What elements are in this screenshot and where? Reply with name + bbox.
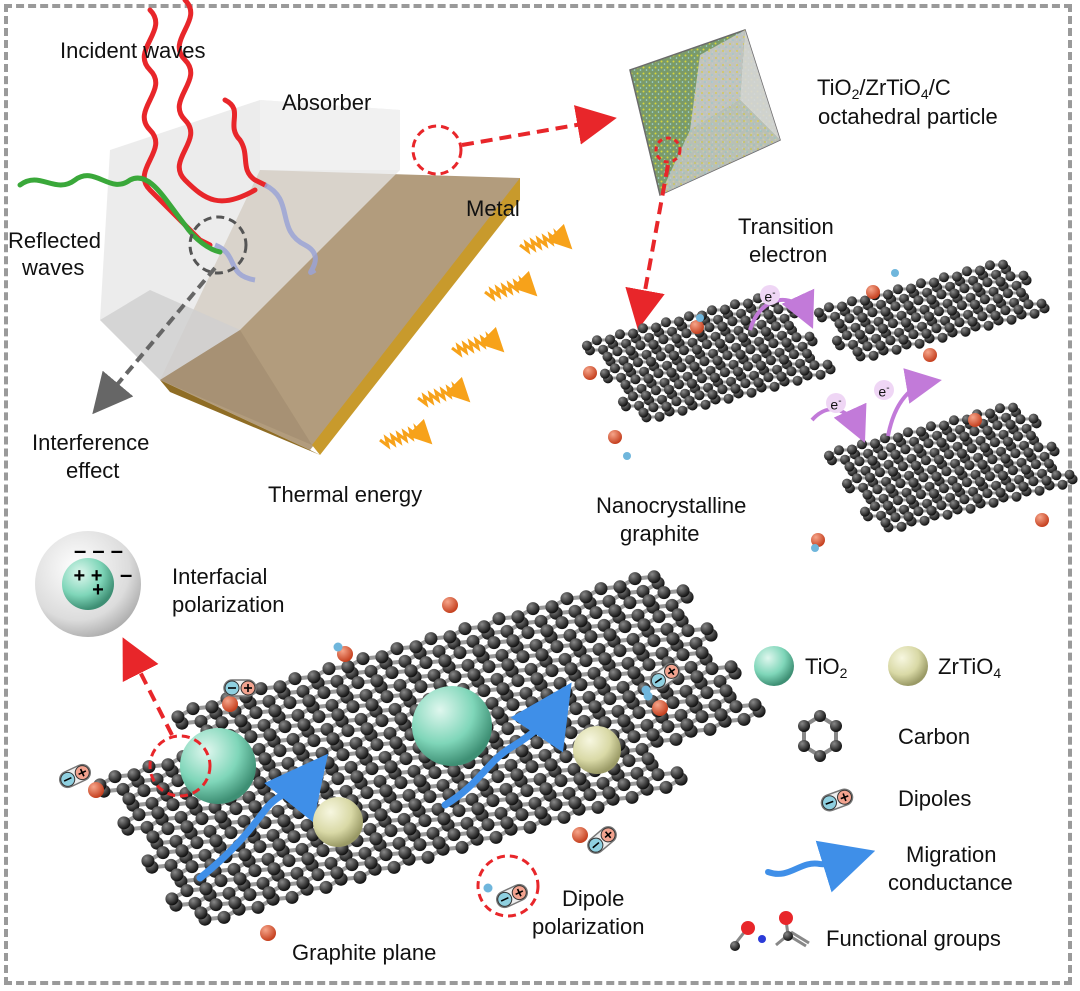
legend-migration-label-1: Migration: [906, 842, 997, 867]
legend-tio2-label: TiO2: [805, 654, 848, 681]
interfacial-polarization-label-2: polarization: [172, 592, 285, 617]
thermal-energy-arrows: [379, 223, 573, 450]
legend-migration-label-2: conductance: [888, 870, 1013, 895]
reflected-waves-label-2: waves: [22, 255, 85, 280]
metal-label: Metal: [466, 196, 520, 221]
carbon-hexagon-icon: [798, 710, 842, 762]
svg-text:– – –: – – –: [74, 538, 123, 563]
absorber-block: [100, 100, 520, 455]
legend-functional-groups-label: Functional groups: [826, 926, 1001, 951]
graphite-plane-label: Graphite plane: [292, 940, 437, 965]
interference-arrow: [92, 266, 217, 415]
svg-text:+ +: + +: [74, 565, 103, 587]
particle-desc-label: octahedral particle: [818, 104, 998, 129]
absorber-zoom-circle: [411, 124, 463, 176]
graphite-plane: [88, 570, 766, 941]
transition-electron-label-2: electron: [749, 242, 828, 267]
legend-zrtio4-label: ZrTiO4: [938, 654, 1002, 681]
migration-arrow-swatch: [765, 840, 876, 893]
tio2-particle: [180, 728, 256, 804]
svg-text:–: –: [120, 562, 132, 587]
legend-carbon-label: Carbon: [898, 724, 971, 749]
migration-arrows: [196, 682, 572, 882]
nanocrystalline-graphite-sheets: [581, 259, 1078, 552]
charged-particle-icon: + + + – – – –: [35, 531, 141, 637]
reflected-wave: [17, 173, 223, 255]
interfacial-zoom-circle: [148, 734, 212, 798]
legend-tio2-swatch: [754, 646, 794, 686]
nanocrystalline-label-2: graphite: [620, 521, 700, 546]
dipole-zoom-circle: [476, 854, 540, 918]
electron-badge: e-: [826, 393, 846, 413]
dashed-frame: [4, 4, 1072, 985]
incident-waves: [141, 0, 268, 248]
interference-label-2: effect: [66, 458, 120, 483]
absorber-label: Absorber: [282, 90, 372, 115]
reflected-waves-label-1: Reflected: [8, 228, 101, 253]
thermal-energy-label: Thermal energy: [268, 482, 423, 507]
interference-circle: [188, 215, 248, 275]
legend-zrtio4-swatch: [888, 646, 928, 686]
zoom-arrow-1: [461, 105, 617, 147]
functional-group-icon: [730, 911, 810, 951]
dipole-icons: [58, 662, 681, 909]
interference-label-1: Interference: [32, 430, 150, 455]
dipole-icon: [820, 788, 854, 812]
legend-dipoles-label: Dipoles: [898, 786, 972, 811]
transition-electron-label-1: Transition: [738, 214, 834, 239]
dipole-polarization-label-2: polarization: [532, 914, 645, 939]
zoom-arrow-2: [625, 164, 670, 330]
zrtio4-particle: [313, 797, 363, 847]
incident-waves-label: Incident waves: [60, 38, 206, 63]
dipole-polarization-label-1: Dipole: [562, 886, 625, 911]
svg-text:+: +: [92, 579, 104, 601]
octahedral-particle-icon: [629, 29, 781, 197]
transmitted-wave: [263, 182, 318, 275]
metal-layer: [312, 178, 520, 455]
electron-badge: e-: [760, 285, 780, 305]
nanocrystalline-label-1: Nanocrystalline: [596, 493, 747, 518]
interfacial-polarization-label-1: Interfacial: [172, 564, 268, 589]
interfacial-arrow: [122, 637, 174, 736]
electron-badge: e-: [874, 380, 894, 400]
tio2-particle: [412, 686, 492, 766]
zrtio4-particle: [573, 726, 621, 774]
particle-formula-label: TiO2/ZrTiO4/C: [817, 75, 951, 102]
